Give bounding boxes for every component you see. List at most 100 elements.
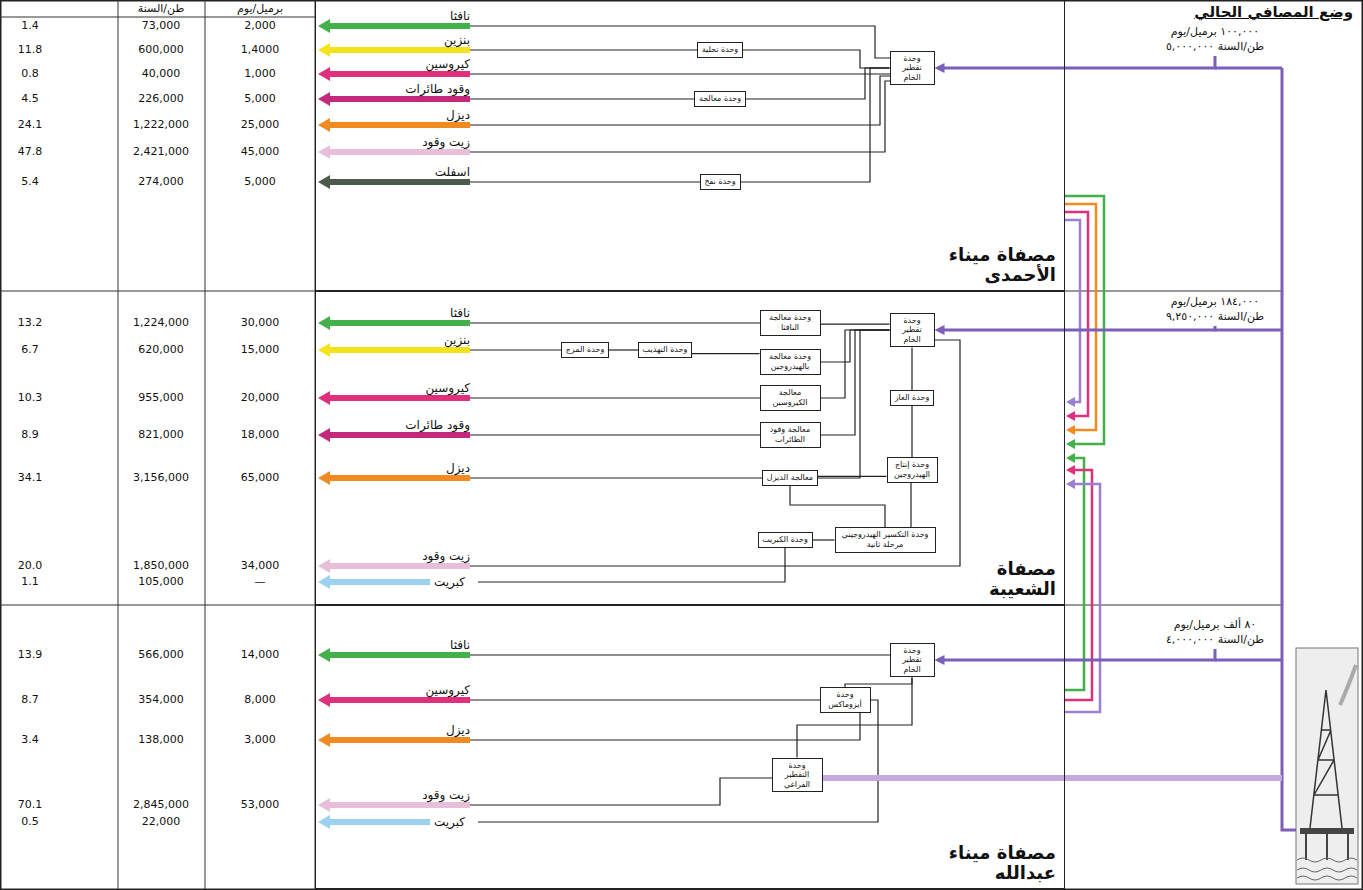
column-header: برميل/يوم bbox=[237, 2, 283, 15]
unit-label: وحدة معالجة bbox=[698, 94, 742, 104]
product-line bbox=[328, 475, 470, 481]
process-line bbox=[470, 76, 912, 125]
connector-line bbox=[797, 677, 912, 757]
oilfield-photo bbox=[1296, 648, 1358, 884]
crude-input: ٨٠ ألف برميل/يومطن/السنة ٤,٠٠٠,٠٠٠ bbox=[1162, 617, 1268, 649]
product-name: اسفلت bbox=[435, 165, 470, 179]
process-line bbox=[470, 98, 720, 99]
product-line bbox=[328, 395, 470, 401]
table-value: — bbox=[255, 575, 266, 588]
product-line bbox=[328, 802, 470, 808]
table-value: 354,000 bbox=[138, 693, 184, 706]
connector-line bbox=[911, 406, 912, 458]
connector bbox=[911, 483, 912, 528]
table-value: 24.1 bbox=[18, 118, 43, 131]
product-line bbox=[328, 23, 470, 29]
transfer-line bbox=[1065, 484, 1100, 712]
product-name: زيت وقود bbox=[422, 135, 470, 149]
connector-line bbox=[941, 56, 1216, 68]
panel-divider bbox=[1065, 291, 1282, 605]
product-line bbox=[328, 347, 470, 353]
refinery-name: مصفاة ميناء الأحمدى bbox=[925, 245, 1056, 286]
process-unit: وحدة معالجة bbox=[694, 91, 746, 107]
table-value: 45,000 bbox=[241, 145, 280, 158]
table-value: 18,000 bbox=[241, 428, 280, 441]
product-line bbox=[328, 71, 470, 77]
process-lines bbox=[470, 26, 960, 822]
unit-label: وحدة التكسير الهيدروجيني مرحلة ثانية bbox=[839, 530, 932, 549]
table-value: 34.1 bbox=[18, 471, 43, 484]
unit-label: وحدة نفخ bbox=[704, 177, 737, 187]
process-unit: وحدة نفخ bbox=[700, 174, 741, 190]
product-name: كبريت bbox=[434, 815, 465, 829]
table-value: 138,000 bbox=[138, 733, 184, 746]
table-value: 14,000 bbox=[241, 648, 280, 661]
table-value: 5,000 bbox=[244, 175, 276, 188]
connector-line bbox=[813, 539, 835, 540]
unit-label: وحدة إنتاج الهيدروجين bbox=[891, 460, 934, 479]
transfer-line bbox=[1065, 220, 1080, 402]
table-value: 8,000 bbox=[244, 693, 276, 706]
product-arrow bbox=[318, 471, 330, 485]
process-unit: وحدة تقطير الخام bbox=[890, 643, 935, 678]
table-value: 600,000 bbox=[138, 43, 184, 56]
input-figure: طن/السنة ٩,٢٥٠,٠٠٠ bbox=[1165, 310, 1265, 325]
platform-legs bbox=[1306, 834, 1348, 860]
table-value: 1.1 bbox=[21, 575, 39, 588]
arrowhead bbox=[935, 325, 945, 335]
product-arrow bbox=[318, 693, 330, 707]
transfer-arrow bbox=[1066, 453, 1075, 463]
process-line bbox=[470, 26, 912, 58]
table-value: 3,000 bbox=[244, 733, 276, 746]
table-value: 65,000 bbox=[241, 471, 280, 484]
process-unit: وحدة التقطير الفراغي bbox=[772, 758, 823, 793]
process-line bbox=[470, 778, 797, 805]
connector bbox=[746, 68, 890, 99]
process-line bbox=[470, 49, 720, 50]
table-value: 0.8 bbox=[21, 67, 39, 80]
crude-trunk bbox=[1215, 68, 1300, 830]
table-value: 47.8 bbox=[18, 145, 43, 158]
table-value: 2,421,000 bbox=[133, 145, 189, 158]
table-value: 3.4 bbox=[21, 733, 39, 746]
transfer-arrow bbox=[1066, 439, 1075, 449]
oil-derrick bbox=[1310, 690, 1342, 828]
table-value: 2,000 bbox=[244, 19, 276, 32]
input-figure: ٨٠ ألف برميل/يوم bbox=[1165, 618, 1265, 633]
process-line bbox=[470, 434, 790, 435]
table-value: 20.0 bbox=[18, 559, 43, 572]
transfer-arrow bbox=[1066, 479, 1075, 489]
process-unit: وحدة التهذيب bbox=[638, 342, 692, 358]
table-value: 8.7 bbox=[21, 693, 39, 706]
unit-label: وحدة الكبريت bbox=[762, 535, 809, 545]
product-arrow bbox=[318, 815, 330, 829]
process-unit: وحدة معالجة النافثا bbox=[760, 310, 821, 335]
connector-line bbox=[821, 330, 890, 435]
table-value: 53,000 bbox=[241, 798, 280, 811]
connector-line bbox=[746, 68, 890, 99]
connector bbox=[813, 540, 835, 541]
process-line bbox=[470, 699, 845, 700]
product-line bbox=[328, 737, 470, 743]
product-arrow bbox=[318, 145, 330, 159]
process-unit: وحدة التكسير الهيدروجيني مرحلة ثانية bbox=[835, 527, 936, 552]
table-value: 40,000 bbox=[142, 67, 181, 80]
unit-label: وحدة أيزوماكس bbox=[824, 690, 867, 709]
connector bbox=[818, 330, 890, 478]
product-arrow bbox=[318, 798, 330, 812]
sea-waves bbox=[1297, 858, 1357, 880]
unit-label: وحدة تقطير الخام bbox=[894, 54, 931, 83]
product-line bbox=[328, 697, 470, 703]
table-value: 20,000 bbox=[241, 391, 280, 404]
process-line bbox=[470, 477, 790, 478]
table-value: 5,000 bbox=[244, 92, 276, 105]
table-value: 22,000 bbox=[142, 815, 181, 828]
table-grid bbox=[0, 0, 315, 890]
connector-line bbox=[910, 483, 911, 528]
unit-label: وحدة معالجة النافثا bbox=[764, 313, 817, 332]
connector-line bbox=[941, 326, 1216, 330]
product-line bbox=[328, 652, 470, 658]
product-name: زيت وقود bbox=[422, 788, 470, 802]
